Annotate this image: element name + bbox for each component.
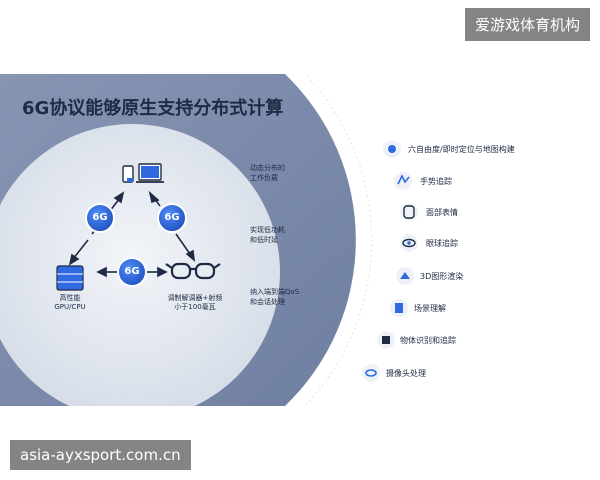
feature-object: 物体识别和追踪 <box>400 336 456 345</box>
caption-line: 实现低功耗 <box>250 226 285 234</box>
watermark-bottom: asia-ayxsport.com.cn <box>10 440 191 470</box>
right-node-label-line1: 调制解调器+射频 <box>167 294 223 302</box>
feature-3d-rendering: 3D图形渲染 <box>420 272 464 281</box>
caption-power: 实现低功耗 和低时延 <box>250 225 285 245</box>
left-node-label-line2: GPU/CPU <box>54 303 86 311</box>
caption-line: 动态分布的 <box>250 164 285 172</box>
outer-arc <box>303 74 373 406</box>
feature-hand-tracking: 手势追踪 <box>420 177 452 186</box>
feature-eye-tracking: 眼球追踪 <box>426 239 458 248</box>
feature-slam: 六自由度/即时定位与地图构建 <box>408 145 515 154</box>
feature-icons <box>362 140 418 382</box>
diagram-canvas <box>0 74 418 406</box>
left-node-label: 高性能 GPU/CPU <box>52 294 88 312</box>
badge-label: 6G <box>164 212 180 223</box>
diagram-title: 6G协议能够原生支持分布式计算 <box>22 98 284 119</box>
badge-label: 6G <box>92 212 108 223</box>
feature-face: 面部表情 <box>426 208 458 217</box>
right-node-label: 调制解调器+射频 小于100毫瓦 <box>160 294 230 312</box>
feature-camera: 摄像头处理 <box>386 369 426 378</box>
caption-line: 工作负载 <box>250 174 278 182</box>
badges <box>85 203 187 287</box>
caption-qos: 纳入端到端QoS 和会话处理 <box>250 287 299 307</box>
device-icon <box>122 163 164 183</box>
watermark-top: 爱游戏体育机构 <box>464 8 590 41</box>
badge-label: 6G <box>124 266 140 277</box>
right-node-label-line2: 小于100毫瓦 <box>174 303 216 311</box>
caption-line: 和低时延 <box>250 236 278 244</box>
feature-scene: 场景理解 <box>414 304 446 313</box>
glasses-icon <box>165 262 221 280</box>
server-icon <box>56 265 84 291</box>
caption-line: 纳入端到端QoS <box>250 288 300 296</box>
caption-line: 和会话处理 <box>250 298 285 306</box>
caption-workload: 动态分布的 工作负载 <box>250 163 285 183</box>
left-node-label-line1: 高性能 <box>59 294 81 302</box>
